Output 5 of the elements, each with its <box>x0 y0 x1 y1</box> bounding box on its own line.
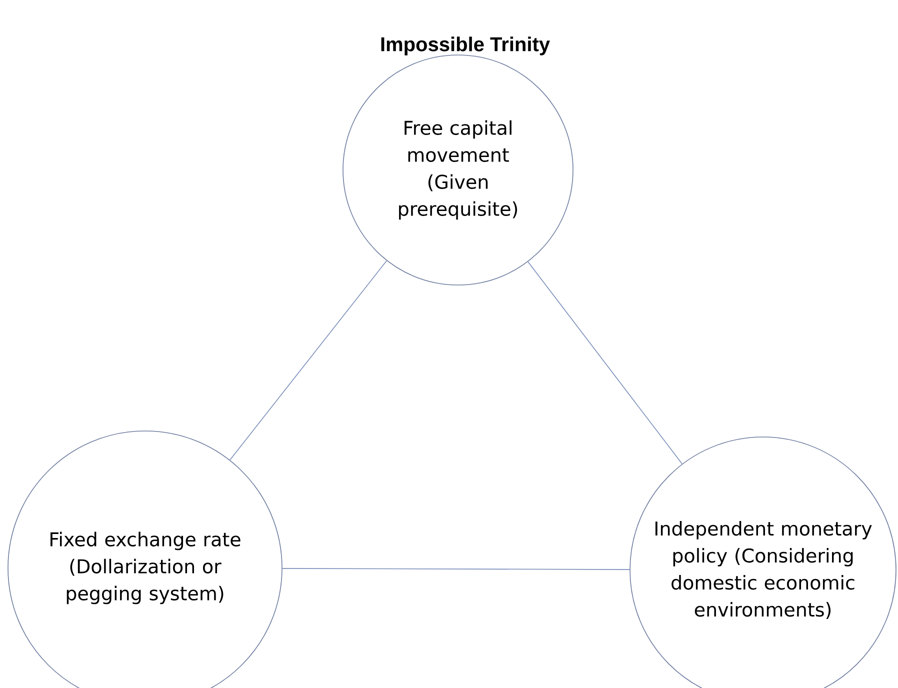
connector-line <box>282 568 630 570</box>
connector-line <box>528 261 683 464</box>
title: Impossible Trinity <box>381 36 550 56</box>
connector-line <box>230 260 388 460</box>
circle-node: Free capital movement (Given prerequisite) <box>342 54 574 286</box>
